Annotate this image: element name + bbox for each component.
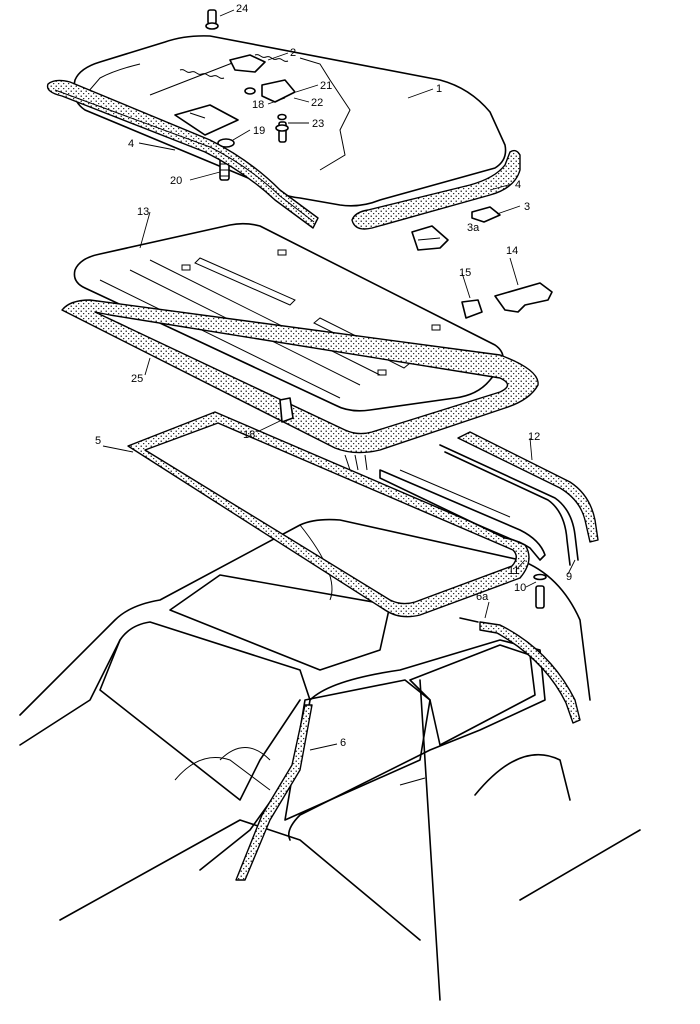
drain-hose-seal — [235, 617, 581, 881]
callout-21: 21 — [320, 80, 332, 92]
callout-15: 15 — [459, 267, 471, 279]
sunroof-glass-panel — [72, 35, 507, 207]
callout-20: 20 — [170, 175, 182, 187]
guide-block-3 — [471, 206, 501, 223]
clip-21-22 — [244, 87, 287, 121]
callout-18-top: 18 — [252, 99, 264, 111]
leader-lines — [102, 9, 576, 751]
callout-3a: 3a — [467, 222, 480, 234]
callout-4-left: 4 — [128, 138, 134, 150]
clip-18 — [279, 397, 294, 423]
foam-frame-25 — [61, 299, 539, 471]
rail-frame-12 — [379, 431, 599, 566]
screw-23 — [275, 121, 289, 143]
callout-1: 1 — [436, 83, 442, 95]
callout-14: 14 — [506, 245, 518, 257]
callout-3: 3 — [524, 201, 530, 213]
bracket-14 — [494, 282, 553, 313]
callout-23: 23 — [312, 118, 324, 130]
callout-18-bottom: 18 — [243, 429, 255, 441]
callout-6a: 6a — [476, 591, 489, 603]
bolt-10 — [533, 573, 547, 609]
callout-10: 10 — [514, 582, 526, 594]
car-body-outline — [19, 518, 641, 1001]
callout-19: 19 — [253, 125, 265, 137]
frame-seal-5 — [127, 411, 530, 618]
callout-labels: 24 2 1 21 18 22 19 23 4 20 4 3 3a 13 14 … — [95, 3, 572, 749]
nut-19 — [217, 138, 235, 148]
callout-13: 13 — [137, 206, 149, 218]
callout-12: 12 — [528, 431, 540, 443]
callout-2: 2 — [290, 47, 296, 59]
seal-rail-4-left — [46, 79, 319, 229]
seal-rail-4-right — [351, 149, 521, 230]
callout-4-right: 4 — [515, 179, 521, 191]
callout-11: 11 — [508, 565, 519, 577]
callout-22: 22 — [311, 97, 323, 109]
guide-block-3a — [411, 225, 449, 251]
callout-9: 9 — [566, 571, 572, 583]
callout-6: 6 — [340, 737, 346, 749]
screw-24 — [205, 9, 219, 30]
callout-5: 5 — [95, 435, 101, 447]
clip-15 — [461, 299, 483, 319]
callout-25: 25 — [131, 373, 143, 385]
callout-24: 24 — [236, 3, 248, 15]
